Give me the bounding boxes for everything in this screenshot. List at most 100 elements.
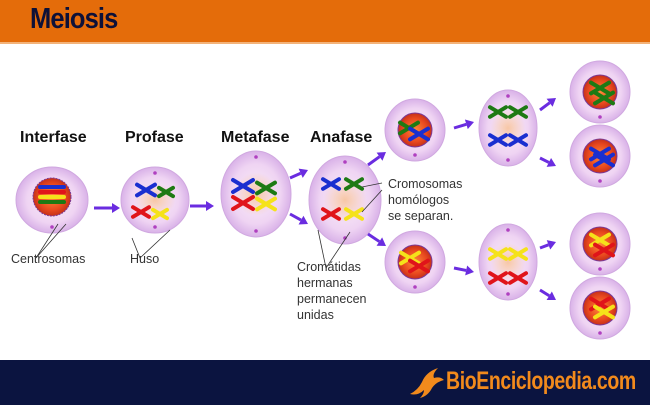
chromosome-red (408, 258, 430, 274)
arrow-head (376, 237, 386, 246)
label-centrosomas: Centrosomas (11, 252, 86, 266)
chromosome-green (593, 90, 615, 106)
chromatid (508, 133, 528, 147)
chromosome-red (131, 205, 151, 219)
header-bar: Meiosis (0, 0, 650, 44)
label-line: se separan. (388, 209, 454, 223)
centrosome (506, 158, 510, 162)
chromatid (593, 242, 615, 258)
arrow-head (464, 119, 474, 130)
chromatin-band (38, 190, 66, 194)
chromosome-blue (135, 182, 157, 198)
chromatid (321, 207, 341, 221)
arrow-shaft (367, 232, 381, 243)
phase-label-interfase: Interfase (20, 129, 87, 146)
chromatid (589, 146, 611, 162)
chromosome-yellow (488, 247, 508, 261)
centrosome (254, 155, 258, 159)
arrow-head (465, 265, 474, 276)
chromosome-blue (593, 152, 615, 168)
centrosome (598, 115, 602, 119)
chromatid (408, 258, 430, 274)
chromatid (593, 152, 615, 168)
chromatid (255, 180, 277, 196)
chromatid (399, 250, 421, 266)
arrow-shaft (289, 171, 302, 180)
centrosome (598, 179, 602, 183)
phase-label-anafase: Anafase (310, 129, 373, 146)
centrosome (413, 153, 417, 157)
arrow-head (546, 98, 556, 107)
chromosome-blue (508, 133, 528, 147)
label-line: Cromátidas (297, 260, 361, 274)
centrosome (343, 160, 347, 164)
chromatid (131, 205, 151, 219)
arrow-head (206, 201, 214, 211)
chromatid (593, 304, 615, 320)
chromosome-red (593, 242, 615, 258)
label-line: unidas (297, 308, 334, 322)
arrow-shaft (539, 288, 551, 298)
chromosome-yellow (593, 304, 615, 320)
chromatin-band (38, 200, 66, 204)
chromosome-blue (231, 178, 255, 194)
meiosis-diagram (15, 60, 631, 340)
label-line: homólogos (388, 193, 450, 207)
chromatid (157, 185, 175, 199)
brand-link[interactable]: BioEnciclopedia.com (446, 367, 636, 395)
chromosome-green (255, 180, 277, 196)
arrow-head (298, 215, 308, 225)
chromatin-band (38, 185, 66, 189)
label-line: hermanas (297, 276, 353, 290)
chromatid (488, 247, 508, 261)
label-line: Cromosomas (388, 177, 463, 191)
chromatid (344, 207, 364, 221)
chromatid (321, 177, 341, 191)
chromatid (135, 182, 157, 198)
phase-label-metafase: Metafase (221, 129, 290, 146)
chromosome-yellow (151, 207, 169, 221)
centrosome (506, 228, 510, 232)
chromosome-yellow (344, 207, 364, 221)
page-title: Meiosis (30, 3, 118, 35)
chromatid (508, 271, 528, 285)
arrow-shaft (539, 101, 551, 112)
bird-logo-icon (410, 368, 444, 398)
phase-label-profase: Profase (125, 129, 184, 146)
arrow-head (112, 203, 120, 213)
centrosome (153, 225, 157, 229)
chromosome-blue (321, 177, 341, 191)
chromosome-yellow (508, 247, 528, 261)
chromatin-band (38, 195, 66, 199)
centrosome (506, 94, 510, 98)
label-huso: Huso (130, 252, 160, 266)
centrosome (598, 267, 602, 271)
chromatid (508, 105, 528, 119)
centrosome (506, 292, 510, 296)
chromosome-green (488, 105, 508, 119)
label-cromosomas-homologos: Cromosomas homólogos se separan. (388, 176, 462, 224)
centrosome (598, 331, 602, 335)
arrow-head (546, 157, 556, 167)
chromosome-blue (488, 133, 508, 147)
chromatid (408, 126, 430, 142)
chromatid (488, 105, 508, 119)
chromosome-yellow (255, 196, 277, 212)
chromatid (231, 195, 255, 211)
centrosome (343, 236, 347, 240)
arrow-head (546, 291, 556, 300)
chromosome-red (321, 207, 341, 221)
footer-bar: BioEnciclopedia.com (0, 360, 650, 405)
chromosome-red (508, 271, 528, 285)
centrosome (153, 171, 157, 175)
arrow-head (546, 240, 556, 250)
label-line: permanecen (297, 292, 367, 306)
chromosome-green (508, 105, 528, 119)
chromatid (255, 196, 277, 212)
chromatid (488, 271, 508, 285)
chromatid (151, 207, 169, 221)
chromosome-green (157, 185, 175, 199)
centrosome (413, 285, 417, 289)
chromosome-red (231, 195, 255, 211)
chromatid (593, 90, 615, 106)
